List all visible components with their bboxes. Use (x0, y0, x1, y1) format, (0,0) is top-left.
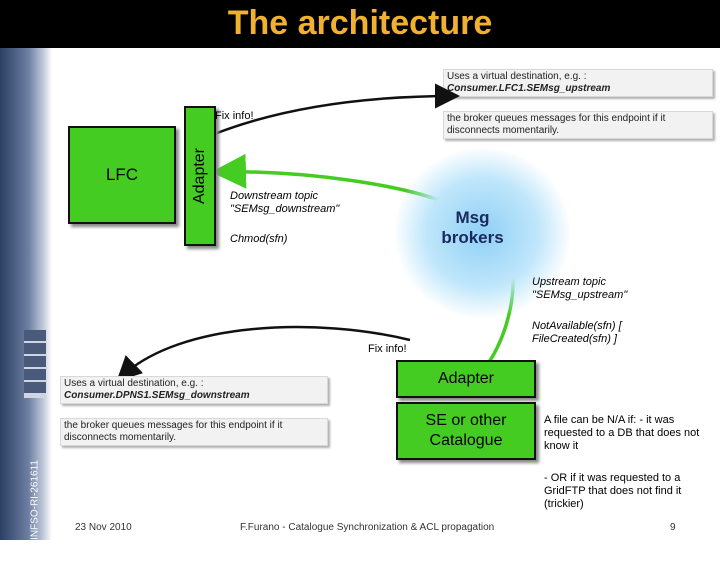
se-catalogue-label: SE or other Catalogue (425, 412, 507, 449)
side-band (0, 48, 52, 540)
msg-brokers-label: Msg brokers (441, 208, 504, 247)
footer-author: F.Furano - Catalogue Synchronization & A… (240, 522, 495, 533)
adapter-top-box: Adapter (184, 106, 216, 246)
page-title: The architecture (227, 4, 493, 42)
se-catalogue-box: SE or other Catalogue (396, 402, 536, 460)
lfc-label: LFC (105, 165, 139, 184)
note-top-virtual-emphasis: Consumer.LFC1.SEMsg_upstream (447, 83, 611, 94)
header-bar (0, 0, 720, 48)
chmod-label: Chmod(sfn) (230, 233, 288, 245)
note-bottom-virtual-text: Uses a virtual destination, e.g. : (64, 378, 204, 389)
footer-page: 9 (670, 522, 676, 533)
footer-date: 23 Nov 2010 (75, 522, 132, 533)
note-bottom-queue: the broker queues messages for this endp… (60, 418, 328, 446)
note-bottom-virtual-emphasis: Consumer.DPNS1.SEMsg_downstream (64, 390, 250, 401)
na-note: A file can be N/A if: - it was requested… (544, 414, 700, 452)
adapter-top-label: Adapter (191, 147, 209, 205)
note-bottom-queue-text: the broker queues messages for this endp… (64, 420, 283, 443)
arrow-broker-to-bottom-note (116, 325, 411, 382)
upstream-label: Upstream topic "SEMsg_upstream" (532, 276, 628, 301)
fix-info-top: Fix info! (215, 110, 254, 122)
note-top-queue-text: the broker queues messages for this endp… (447, 113, 666, 136)
logo-icon (24, 330, 46, 398)
note-bottom-virtual: Uses a virtual destination, e.g. : Consu… (60, 376, 328, 404)
adapter-bottom-box: Adapter (396, 360, 536, 398)
broker-cloud (395, 148, 570, 318)
note-top-virtual: Uses a virtual destination, e.g. : Consu… (443, 69, 713, 97)
na-note-extra: - OR if it was requested to a GridFTP th… (544, 472, 682, 510)
fix-info-bottom: Fix info! (368, 343, 407, 355)
arrow-adapter-to-broker-top (211, 83, 460, 137)
note-top-virtual-text: Uses a virtual destination, e.g. : (447, 71, 587, 82)
adapter-bottom-label: Adapter (437, 370, 495, 387)
note-top-queue: the broker queues messages for this endp… (443, 111, 713, 139)
architecture-arrows (116, 83, 515, 382)
downstream-label: Downstream topic "SEMsg_downstream" (230, 190, 340, 215)
lfc-box: LFC (68, 126, 176, 224)
notavailable-label: NotAvailable(sfn) [ FileCreated(sfn) ] (532, 320, 622, 345)
